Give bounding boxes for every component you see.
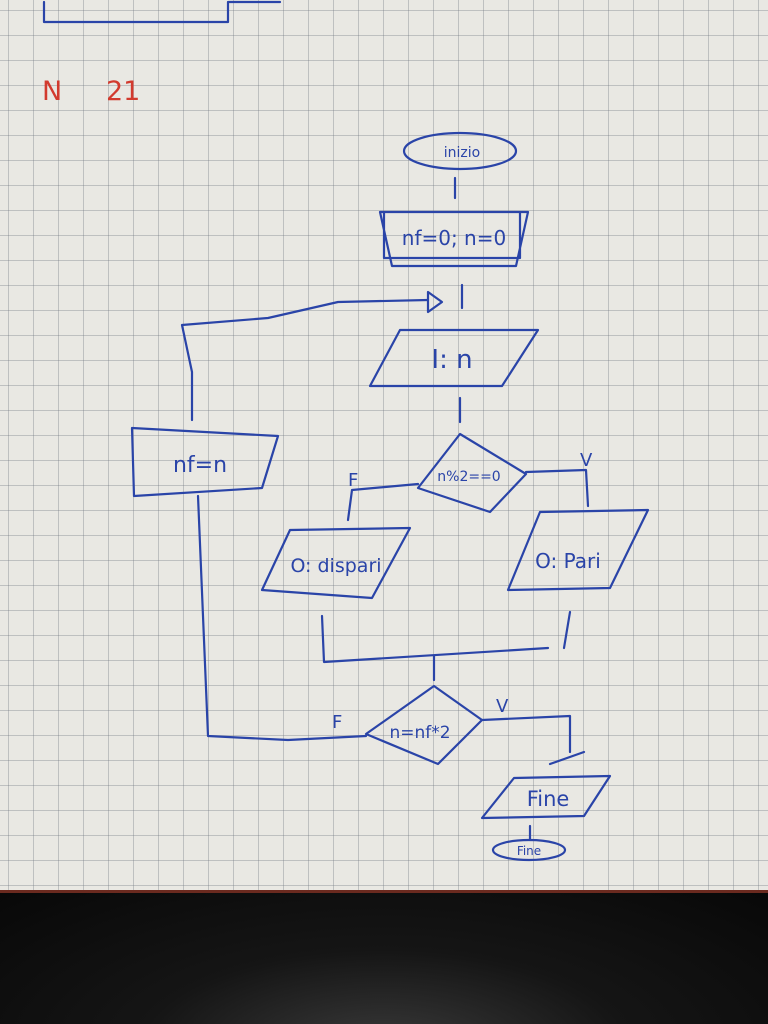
parity-false-label: F (348, 470, 358, 491)
input-label: I: n (431, 345, 472, 375)
input-parallelogram (368, 328, 540, 388)
init-process-box (378, 210, 530, 268)
loop-false-branch (196, 494, 368, 742)
assign-box (130, 426, 280, 498)
parity-true-label: V (580, 450, 593, 471)
start-terminal (402, 131, 518, 171)
previous-exercise-box (42, 0, 282, 24)
end-terminal (491, 838, 567, 862)
loop-back-arrowhead (426, 290, 444, 314)
parity-true-branch (524, 468, 590, 508)
loop-decision (364, 684, 484, 766)
start-label: inizio (444, 145, 480, 161)
loop-back-line (180, 298, 430, 422)
exercise-number: 21 (106, 76, 140, 107)
output-even-label: O: Pari (535, 549, 601, 573)
merge-line-right (562, 610, 572, 650)
end-label: Fine (517, 844, 541, 858)
parity-decision (416, 432, 528, 514)
notebook-page (0, 0, 768, 890)
loop-true-label: V (496, 696, 509, 717)
loop-condition-label: n=nf*2 (389, 723, 450, 743)
output-odd-parallelogram (260, 526, 412, 600)
parity-condition-label: n%2==0 (437, 469, 500, 485)
loop-false-label: F (332, 712, 342, 733)
assign-label: nf=n (173, 453, 227, 478)
loop-true-arrow (548, 750, 586, 766)
loop-true-branch (480, 714, 572, 754)
output-odd-label: O: dispari (290, 555, 381, 577)
output-even-parallelogram (506, 508, 650, 592)
exercise-label-n: N (42, 76, 62, 107)
parity-false-branch (346, 482, 420, 522)
output-end-label: Fine (527, 787, 570, 811)
merge-line (320, 614, 550, 664)
dark-background (0, 893, 768, 1024)
output-end-parallelogram (480, 774, 612, 820)
init-label: nf=0; n=0 (402, 226, 506, 250)
